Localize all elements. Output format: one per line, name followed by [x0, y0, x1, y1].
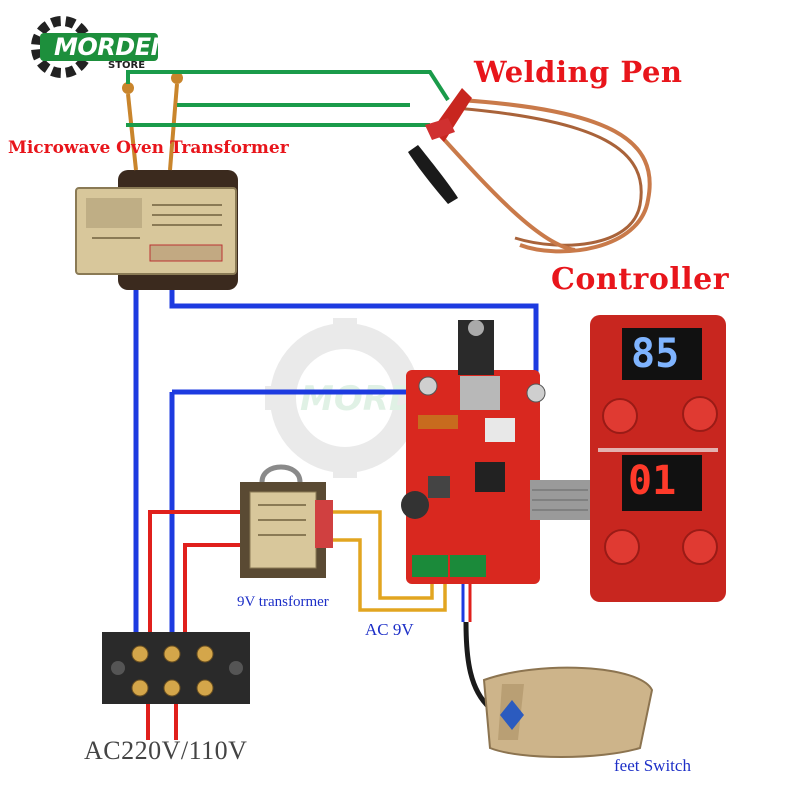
top-display-value: 85 — [631, 331, 680, 377]
logo-brand: MORDEN — [54, 33, 171, 61]
ac-9v-label: AC 9V — [365, 620, 414, 639]
terminal-block-icon — [102, 632, 250, 704]
transformer-9v-icon — [240, 464, 333, 578]
mains-label: AC220V/110V — [84, 736, 248, 765]
welding-pen-icon — [408, 88, 652, 254]
microwave-transformer-icon — [75, 72, 238, 290]
logo-sub: STORE — [108, 60, 146, 71]
feet-switch-icon — [482, 666, 654, 758]
yellow-wire — [320, 510, 447, 612]
controller-panel-icon — [590, 315, 726, 602]
green-wire — [126, 70, 450, 127]
main-pcb-icon — [401, 320, 590, 584]
bottom-display-value: 01 — [628, 458, 677, 504]
red-wire — [146, 510, 242, 740]
welding-pen-label: Welding Pen — [474, 55, 683, 89]
logo-gear-icon — [31, 16, 158, 78]
controller-label: Controller — [551, 262, 730, 297]
transformer-9v-label: 9V transformer — [237, 594, 329, 610]
microwave-transformer-label: Microwave Oven Transformer — [8, 138, 289, 158]
feet-switch-label: feet Switch — [614, 756, 691, 775]
